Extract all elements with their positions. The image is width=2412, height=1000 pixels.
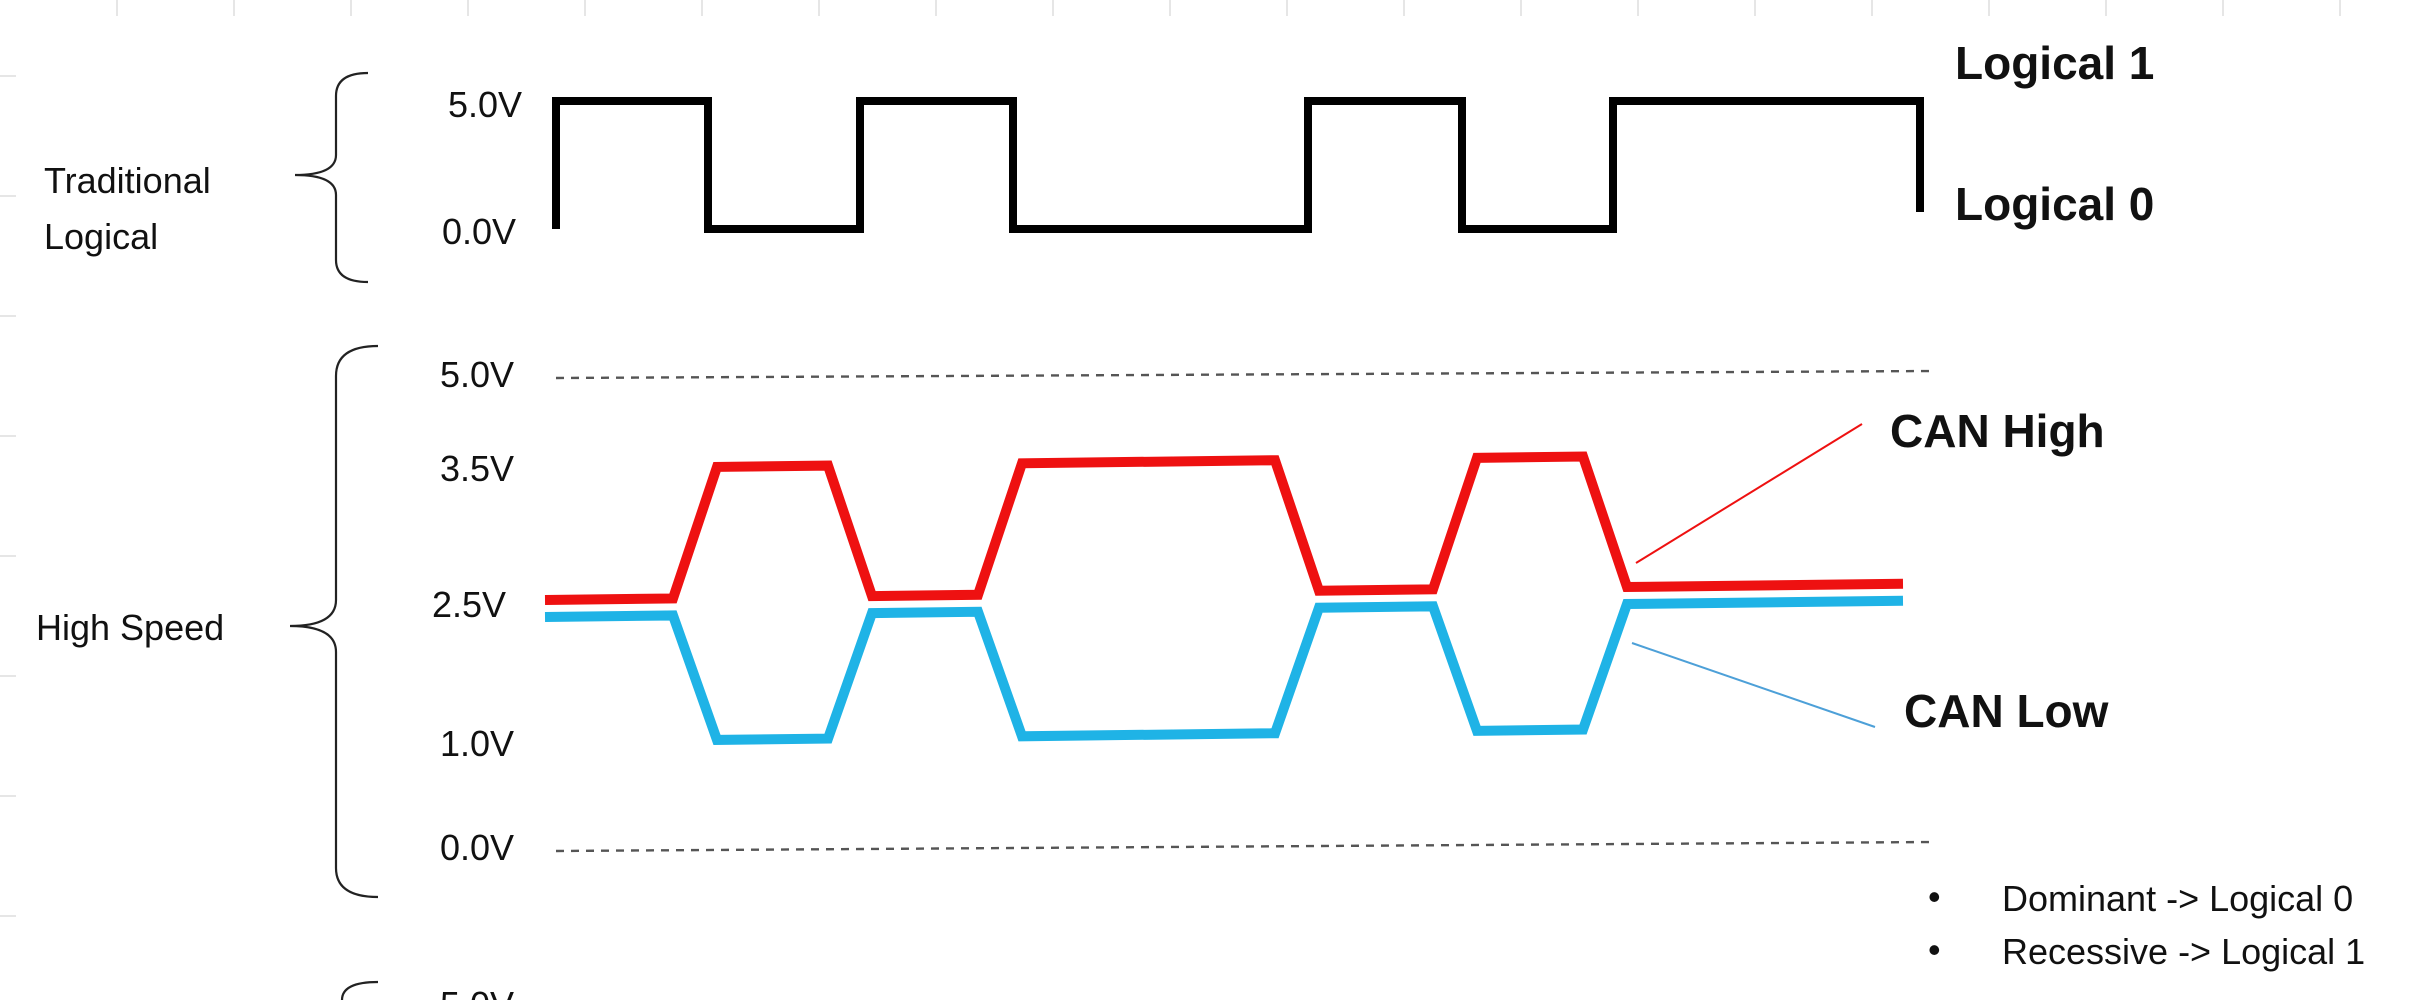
can-high-pointer [1635,423,1863,564]
can-low-waveform [544,595,1904,745]
next-section-brace [340,980,379,1000]
hs-level-5v: 5.0V [440,354,514,395]
can-high-waveform [544,451,1904,605]
traditional-label-line1: Traditional [44,160,211,201]
note-recessive: Recessive -> Logical 1 [2002,931,2365,972]
hs-5v-reference-line [555,369,1936,380]
high-speed-brace [289,344,379,899]
traditional-level-low: 0.0V [442,211,516,252]
hs-level-2-5v: 2.5V [432,584,506,625]
can-high-label: CAN High [1890,405,2105,457]
traditional-brace [294,71,369,284]
note-dominant: Dominant -> Logical 0 [2002,878,2353,919]
legend-logical-1: Logical 1 [1955,37,2154,89]
background-grid [0,0,2341,917]
high-speed-label: High Speed [36,607,224,648]
hs-0v-reference-line [555,840,1936,853]
legend-logical-0: Logical 0 [1955,178,2154,230]
traditional-label-line2: Logical [44,216,158,257]
can-low-pointer [1631,642,1876,728]
hs-level-3-5v: 3.5V [440,448,514,489]
next-section-partial: 5.0V [340,980,514,1000]
hs-level-0v: 0.0V [440,827,514,868]
can-low-label: CAN Low [1904,685,2109,737]
hs-level-1v: 1.0V [440,723,514,764]
note-bullet-2: • [1928,929,1941,970]
traditional-logical-section: Traditional Logical 5.0V 0.0V Logical 1 … [44,37,2154,284]
next-level-5v: 5.0V [440,984,514,1000]
traditional-level-high: 5.0V [448,84,522,125]
high-speed-section: High Speed 5.0V 3.5V 2.5V 1.0V 0.0V CAN … [36,344,2365,972]
traditional-digital-waveform [552,97,1924,233]
note-bullet-1: • [1928,876,1941,917]
